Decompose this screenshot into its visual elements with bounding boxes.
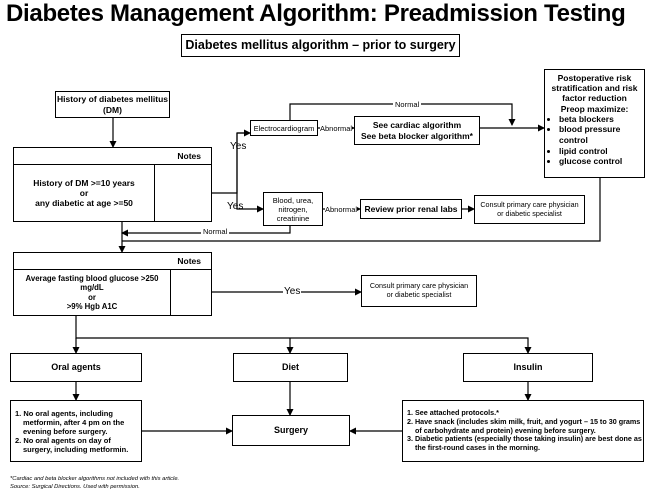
oral-notes-line2: metformin, after 4 pm on the [23,417,125,427]
oral-notes-line4: 2. No oral agents on day of [15,435,111,445]
history-dm-line2: (DM) [103,104,122,115]
edge-bun-normal [121,226,291,237]
notes1-line2: or [79,187,89,198]
notes1-line1: History of DM >=10 years [33,177,135,188]
subtitle-text: Diabetes mellitus algorithm – prior to s… [185,38,456,52]
consult2-box: Consult primary care physician or diabet… [361,275,477,307]
insulin-notes-line4: 3. Diabetic patients (especially those t… [407,434,642,444]
oral-notes-box: 1. No oral agents, including metformin, … [10,400,142,462]
cardiac-line2: See beta blocker algorithm* [361,130,473,141]
notes1-box: Notes History of DM >=10 years or any di… [13,147,212,222]
consult1-box: Consult primary care physician or diabet… [474,195,585,224]
insulin-notes-line5: the first-round cases in the morning. [415,442,540,452]
oral-agents-text: Oral agents [51,362,101,373]
postop-line3: factor reduction [562,93,627,104]
insulin-notes-line2: 2. Have snack (includes skim milk, fruit… [407,417,641,427]
history-dm-line1: History of diabetes mellitus [57,94,168,105]
edge-postop-return [122,178,601,242]
edge-label-yes: Yes [227,201,244,212]
edge-label-normal: Normal [393,100,422,109]
cardiac-box: See cardiac algorithm See beta blocker a… [354,116,480,145]
postop-box: Postoperative risk stratification and ri… [544,69,645,178]
edge-label-yes: Yes [230,141,247,152]
consult2-line2: or diabetic specialist [386,290,452,299]
edge-label-abnormal: Abnormal [320,124,353,133]
insulin-notes-line1: 1. See attached protocols.* [407,408,499,418]
consult1-line2: or diabetic specialist [497,208,562,218]
edge-label-yes: Yes [283,286,302,297]
oral-notes-line1: 1. No oral agents, including [15,408,113,418]
cardiac-line1: See cardiac algorithm [372,120,462,131]
edge-label-normal: Normal [201,227,230,236]
notes2-body: Average fasting blood glucose >250 mg/dL… [14,270,171,315]
notes1-line3: any diabetic at age >=50 [35,198,133,209]
postop-line4: Preop maximize: [560,103,629,114]
bun-line1: Blood, urea, [272,195,314,205]
edge-split-insulin [290,337,532,354]
ecg-text: Electrocardiogram [253,123,315,133]
ecg-box: Electrocardiogram [250,120,318,136]
notes2-line2: or [88,292,96,302]
diet-box: Diet [233,353,348,382]
bun-line3: creatinine [276,213,310,223]
insulin-text: Insulin [513,362,543,373]
renal-text: Review prior renal labs [364,203,458,214]
oral-notes-line5: surgery, including metformin. [23,444,129,454]
postop-line1: Postoperative risk [557,73,632,83]
renal-box: Review prior renal labs [360,199,462,219]
footnote-cardiac: *Cardiac and beta blocker algorithms not… [10,476,180,482]
bun-line2: nitrogen, [278,204,308,214]
insulin-notes-box: 1. See attached protocols.* 2. Have snac… [402,400,644,462]
postop-line2: stratification and risk [551,83,638,94]
notes2-line3: >9% Hgb A1C [66,301,118,311]
notes1-header: Notes [14,148,211,165]
diet-text: Diet [281,362,299,373]
edge-notes2-split [75,316,290,339]
surgery-box: Surgery [232,415,350,446]
postop-item: lipid control [559,146,644,157]
notes2-header: Notes [14,253,211,270]
notes2-line1: Average fasting blood glucose >250 mg/dL [25,273,159,293]
page-title: Diabetes Management Algorithm: Preadmiss… [6,0,626,27]
notes2-box: Notes Average fasting blood glucose >250… [13,252,212,316]
bun-box: Blood, urea, nitrogen, creatinine [263,192,323,226]
subtitle-box: Diabetes mellitus algorithm – prior to s… [181,34,460,57]
edge-branch-bun [236,133,264,213]
oral-agents-box: Oral agents [10,353,142,382]
consult1-line1: Consult primary care physician [480,199,579,209]
postop-item: glucose control [559,156,644,167]
footnote-source: Source: Surgical Directions. Used with p… [10,484,140,490]
postop-item: blood pressure control [559,124,644,145]
insulin-notes-line3: of carbohydrate and protein) evening bef… [415,425,596,435]
surgery-text: Surgery [273,425,308,436]
notes1-body: History of DM >=10 years or any diabetic… [14,165,155,221]
edge-label-abnormal: Abnormal [325,205,358,214]
postop-list: beta blockers blood pressure control lip… [545,114,644,167]
consult2-line1: Consult primary care physician [369,281,469,291]
postop-item: beta blockers [559,114,644,125]
oral-notes-line3: evening before surgery. [23,426,108,436]
history-dm-box: History of diabetes mellitus (DM) [55,91,170,118]
insulin-box: Insulin [463,353,593,382]
